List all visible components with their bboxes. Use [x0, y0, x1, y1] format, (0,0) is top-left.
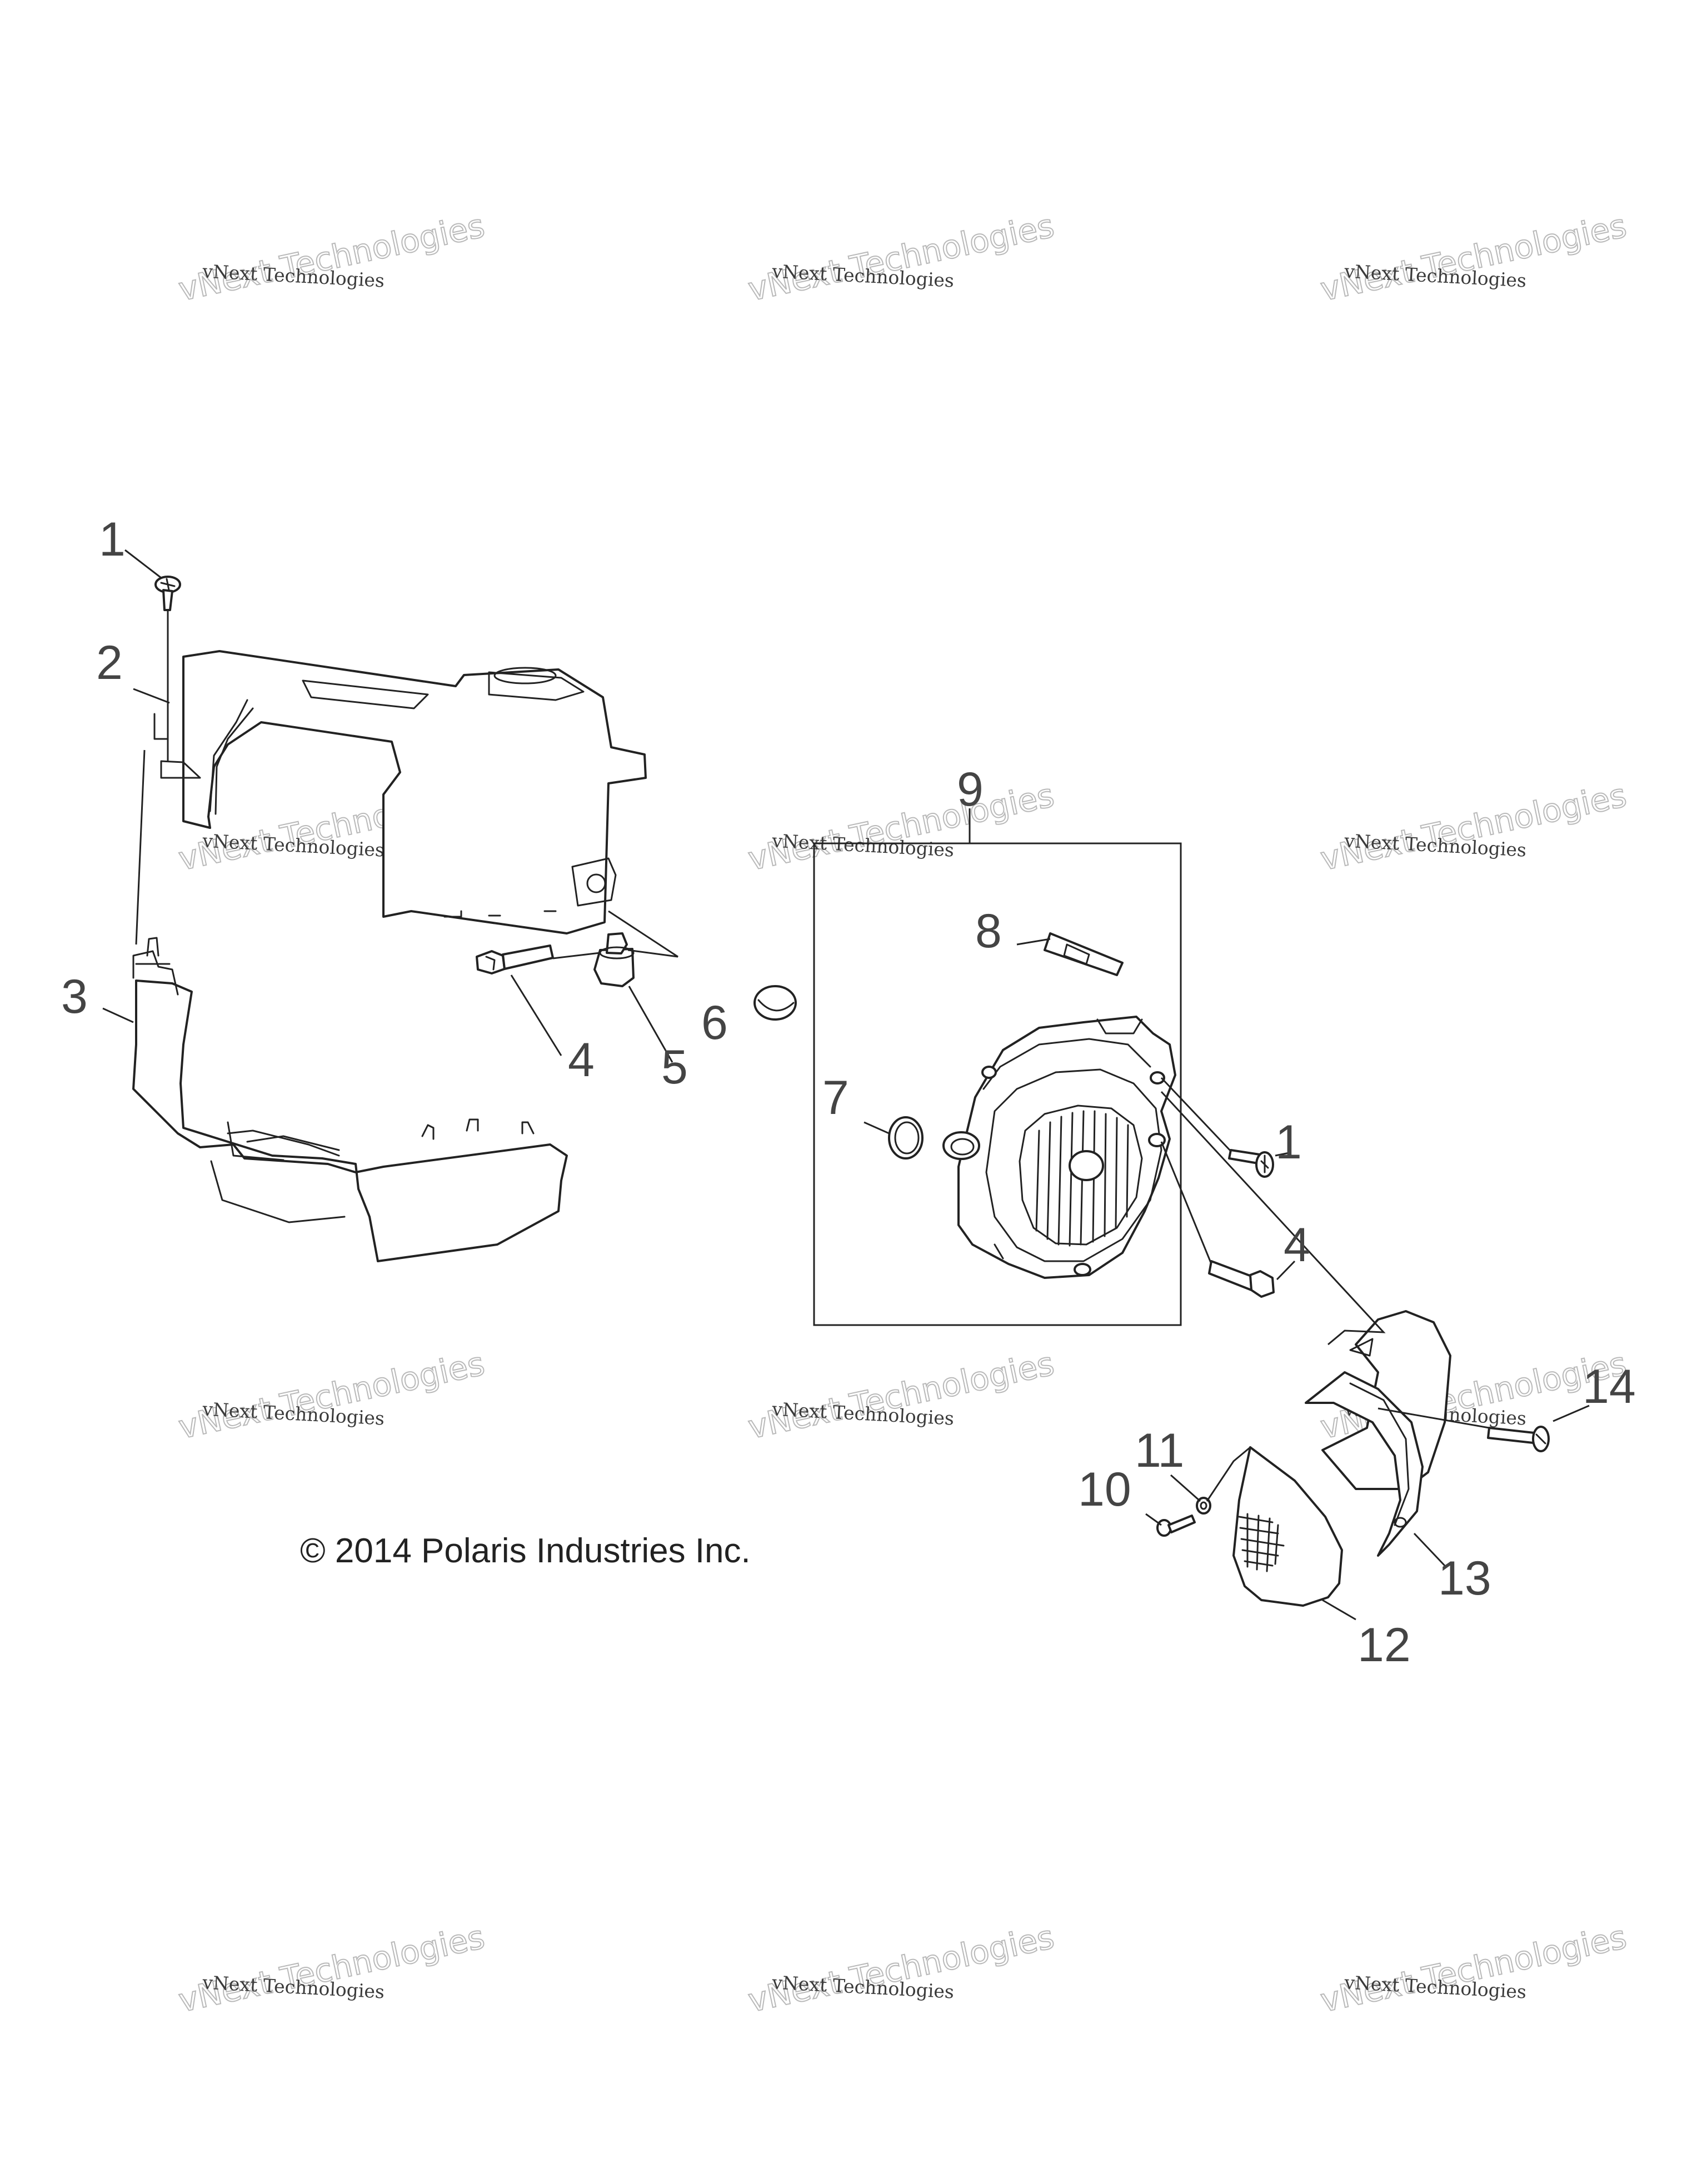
- bracket-5: [593, 932, 635, 987]
- callout-1a: 1: [99, 513, 126, 566]
- watermark-large: vNext Technologies: [175, 207, 487, 308]
- screw-10: [1156, 1515, 1196, 1537]
- watermark-large: vNext Technologies: [745, 1345, 1057, 1446]
- fan-housing: [942, 1016, 1176, 1279]
- watermark-large: vNext Technologies: [175, 1345, 487, 1446]
- screen-mesh: [1238, 1513, 1285, 1572]
- kit-box-9: [813, 842, 1182, 1326]
- watermark-large: vNext Technologies: [745, 207, 1057, 308]
- watermark-large: vNext Technologies: [1317, 207, 1629, 308]
- leader-lines: [102, 549, 1590, 1621]
- copyright-notice: © 2014 Polaris Industries Inc.: [300, 1532, 751, 1570]
- seal-8: [1044, 932, 1124, 976]
- shroud-13: [1305, 1310, 1451, 1557]
- oring-7: [888, 1116, 924, 1160]
- screw-1-right: [1228, 1149, 1274, 1178]
- screw-1-top: [154, 576, 181, 611]
- callout-13: 13: [1438, 1552, 1491, 1605]
- callout-11: 11: [1135, 1424, 1184, 1477]
- screw-14: [1487, 1426, 1550, 1452]
- callout-8: 8: [975, 904, 1002, 958]
- lower-shroud: [132, 937, 568, 1262]
- bolt-4-left: [476, 944, 554, 974]
- callout-7: 7: [822, 1071, 849, 1125]
- plug-6: [753, 985, 797, 1021]
- callout-10: 10: [1078, 1463, 1131, 1516]
- watermark-large: vNext Technologies: [1317, 1918, 1629, 2020]
- watermark-large: vNext Technologies: [175, 1918, 487, 2020]
- bolt-4-right: [1208, 1260, 1275, 1298]
- callout-4a: 4: [568, 1033, 595, 1087]
- screen-12: [1232, 1446, 1343, 1607]
- callout-14: 14: [1583, 1360, 1636, 1413]
- callout-5: 5: [661, 1041, 688, 1094]
- callout-9: 9: [957, 763, 984, 816]
- callout-3: 3: [61, 970, 88, 1023]
- callout-4b: 4: [1284, 1218, 1310, 1272]
- callout-1b: 1: [1275, 1116, 1302, 1169]
- watermark-large: vNext Technologies: [745, 1918, 1057, 2020]
- watermark-large: vNext Technologies: [745, 776, 1057, 878]
- washer-11: [1196, 1497, 1211, 1515]
- callout-labels: 1 2 3 4 5 6 7 8 9 1 4 10 11 12 13 14: [61, 513, 1636, 1672]
- upper-shroud: [153, 650, 647, 934]
- callout-12: 12: [1357, 1618, 1411, 1672]
- callout-2: 2: [96, 636, 123, 689]
- callout-6: 6: [701, 996, 728, 1049]
- watermark-large: vNext Technologies: [1317, 776, 1629, 878]
